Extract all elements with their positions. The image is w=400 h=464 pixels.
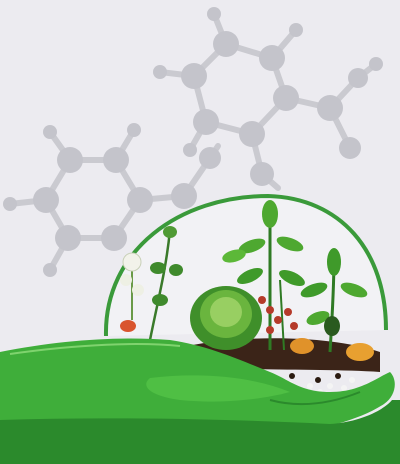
tomato-plant (258, 279, 298, 351)
thumb-line (269, 391, 361, 406)
eggplant (324, 316, 340, 336)
flowering-plant (120, 252, 144, 332)
hand (0, 338, 400, 464)
carrot-root (120, 320, 136, 332)
vine-plant (148, 226, 183, 341)
hand-highlight (9, 343, 181, 355)
pumpkin-1 (290, 338, 314, 354)
plants (120, 200, 374, 361)
pepper-plant (300, 248, 368, 353)
cabbage (190, 286, 262, 350)
hand-shadow (0, 400, 400, 464)
molecule-atoms (3, 7, 383, 277)
hand-fingers (146, 375, 290, 402)
pumpkin-2 (346, 343, 374, 361)
